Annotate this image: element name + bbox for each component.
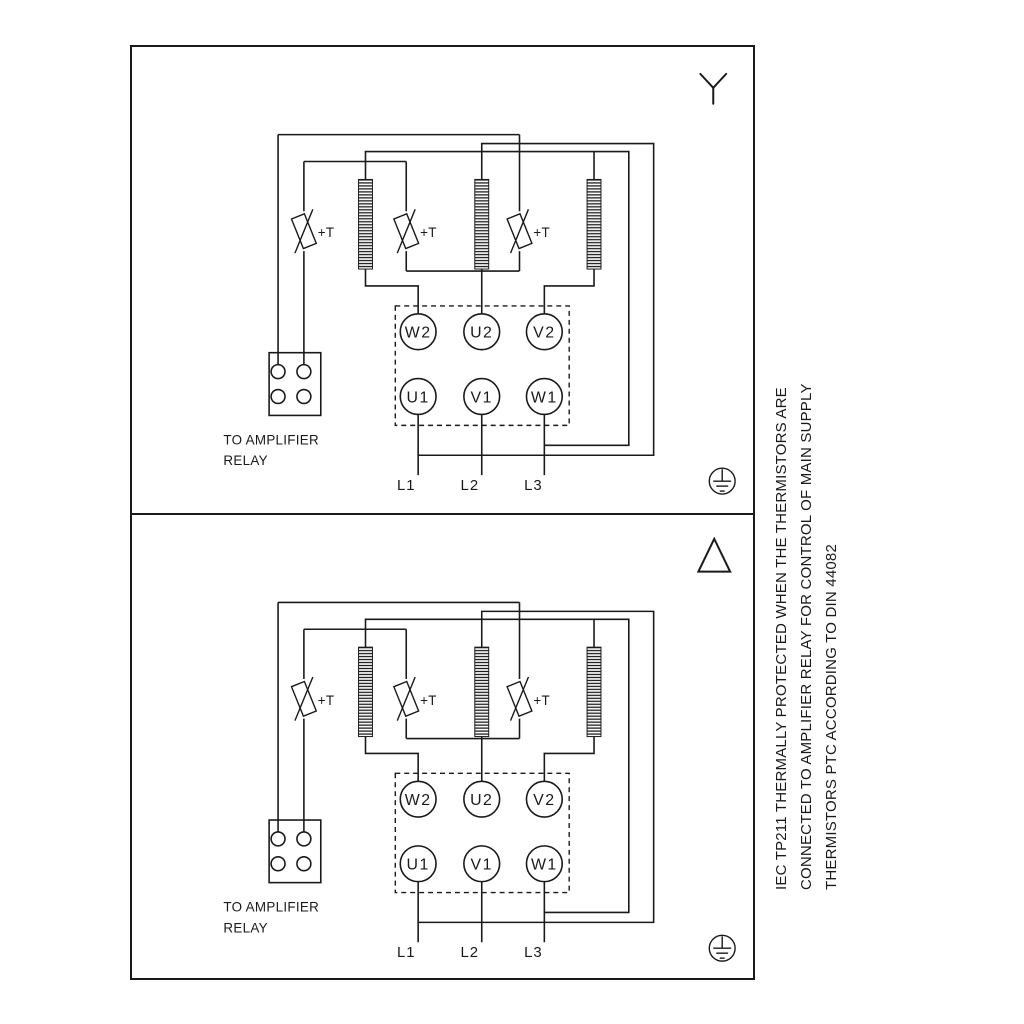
terminal-board-outline xyxy=(394,305,570,427)
winding-coil xyxy=(358,178,373,270)
winding-coil xyxy=(474,646,490,738)
relay-caption-line2: RELAY xyxy=(223,453,267,468)
terminal-v1-label: V1 xyxy=(471,389,493,406)
winding-coil xyxy=(586,178,602,270)
thermistor-symbol xyxy=(290,676,318,721)
thermistor-symbol xyxy=(392,209,420,254)
supply-l2-label: L2 xyxy=(461,945,480,961)
terminal-u1-label: U1 xyxy=(407,389,430,406)
thermistor-label: +T xyxy=(533,225,550,240)
amplifier-relay-block xyxy=(268,351,322,417)
earth-ground-icon xyxy=(708,467,736,495)
wiring xyxy=(277,133,655,476)
supply-l2-label: L2 xyxy=(461,478,480,494)
terminal-v2-label: V2 xyxy=(533,325,555,342)
terminal-v1 xyxy=(463,377,501,416)
supply-l1-label: L1 xyxy=(397,945,416,961)
relay-caption-line2: RELAY xyxy=(223,920,267,935)
terminal-board: W2 U2 V2 U1 V1 W1 xyxy=(399,313,564,416)
supply-l3-label: L3 xyxy=(524,945,543,961)
thermistors: +T +T +T xyxy=(290,209,550,254)
motor-windings xyxy=(358,178,602,270)
star-connection-icon xyxy=(699,72,728,105)
amplifier-relay-block xyxy=(268,819,322,884)
terminal-w1 xyxy=(525,377,564,416)
terminal-w1 xyxy=(525,845,564,883)
terminal-u1 xyxy=(399,377,437,416)
terminal-u2 xyxy=(463,313,501,351)
winding-coil xyxy=(358,646,373,738)
relay-caption-line1: TO AMPLIFIER xyxy=(223,899,319,914)
motor-windings xyxy=(358,646,602,738)
diagram-frame: +T +T +T TO AMPLIFIER RELAY xyxy=(130,45,755,980)
side-note-line: THERMISTORS PTC ACCORDING TO DIN 44082 xyxy=(823,543,840,890)
side-note-line: IEC TP211 THERMALLY PROTECTED WHEN THE T… xyxy=(773,387,790,890)
wiring xyxy=(277,601,655,943)
terminal-w2 xyxy=(399,313,437,351)
terminal-u2-label: U2 xyxy=(470,792,493,809)
terminal-v1-label: V1 xyxy=(471,857,493,874)
terminal-u2-label: U2 xyxy=(470,325,493,342)
thermistor-symbol xyxy=(506,209,533,254)
thermistor-label: +T xyxy=(318,693,335,708)
supply-l3-label: L3 xyxy=(524,478,543,494)
delta-connection-icon xyxy=(696,536,732,573)
terminal-w2-label: W2 xyxy=(405,325,432,342)
thermistor-symbol xyxy=(392,676,420,721)
terminal-board: W2 U2 V2 U1 V1 W1 xyxy=(399,780,564,883)
star-wiring-diagram: +T +T +T TO AMPLIFIER RELAY xyxy=(223,72,736,495)
terminal-w2 xyxy=(399,780,437,818)
terminal-u1 xyxy=(399,845,437,883)
winding-coil xyxy=(474,178,490,270)
thermistor-symbol xyxy=(506,676,533,721)
thermistor-label: +T xyxy=(420,225,437,240)
terminal-v2-label: V2 xyxy=(533,792,555,809)
terminal-board-outline xyxy=(394,772,570,894)
earth-ground-icon xyxy=(708,934,736,962)
relay-caption-line1: TO AMPLIFIER xyxy=(223,432,319,447)
terminal-v2 xyxy=(525,780,564,818)
terminal-v2 xyxy=(525,313,564,351)
side-note: IEC TP211 THERMALLY PROTECTED WHEN THE T… xyxy=(769,356,845,890)
terminal-w1-label: W1 xyxy=(531,389,558,406)
terminal-u2 xyxy=(463,780,501,818)
thermistor-label: +T xyxy=(318,225,335,240)
terminal-v1 xyxy=(463,845,501,883)
delta-wiring-diagram: +T +T +T TO AMPLIFIER RELAY xyxy=(223,536,736,962)
thermistor-label: +T xyxy=(420,693,437,708)
side-note-line: CONNECTED TO AMPLIFIER RELAY FOR CONTROL… xyxy=(798,383,815,890)
relay-terminals xyxy=(270,831,312,872)
panel-star: +T +T +T TO AMPLIFIER RELAY xyxy=(132,47,753,513)
winding-coil xyxy=(586,646,602,738)
thermistor-label: +T xyxy=(533,693,550,708)
supply-l1-label: L1 xyxy=(397,478,416,494)
relay-terminals xyxy=(270,363,312,405)
panel-delta: +T +T +T TO AMPLIFIER RELAY xyxy=(132,513,753,980)
terminal-w1-label: W1 xyxy=(531,857,558,874)
thermistor-symbol xyxy=(290,209,318,254)
thermistors: +T +T +T xyxy=(290,676,550,721)
terminal-u1-label: U1 xyxy=(407,857,430,874)
terminal-w2-label: W2 xyxy=(405,792,432,809)
